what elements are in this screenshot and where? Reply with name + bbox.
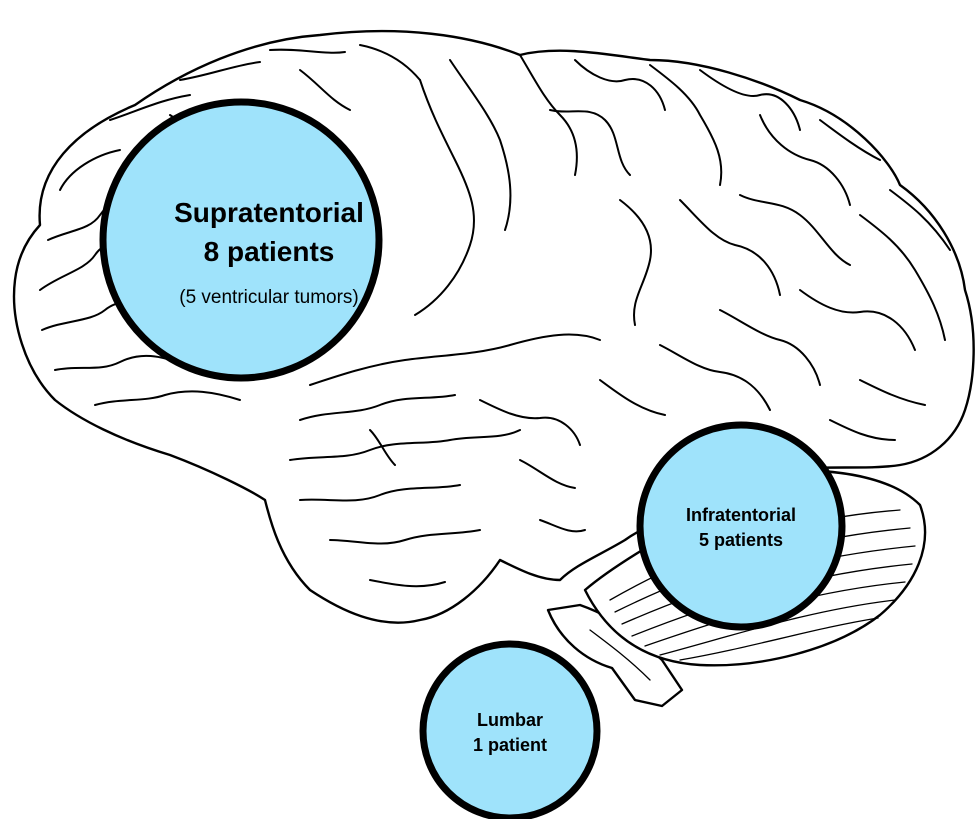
lumbar-region: Lumbar 1 patient bbox=[423, 644, 597, 818]
supratentorial-region: Supratentorial 8 patients (5 ventricular… bbox=[103, 102, 379, 378]
supratentorial-title: Supratentorial bbox=[174, 197, 364, 228]
infratentorial-region: Infratentorial 5 patients bbox=[640, 425, 842, 627]
lumbar-count: 1 patient bbox=[473, 735, 547, 755]
lumbar-circle bbox=[423, 644, 597, 818]
infratentorial-count: 5 patients bbox=[699, 530, 783, 550]
supratentorial-note: (5 ventricular tumors) bbox=[179, 287, 359, 308]
supratentorial-count: 8 patients bbox=[204, 236, 335, 267]
lumbar-title: Lumbar bbox=[477, 710, 543, 730]
infratentorial-circle bbox=[640, 425, 842, 627]
infratentorial-title: Infratentorial bbox=[686, 505, 796, 525]
